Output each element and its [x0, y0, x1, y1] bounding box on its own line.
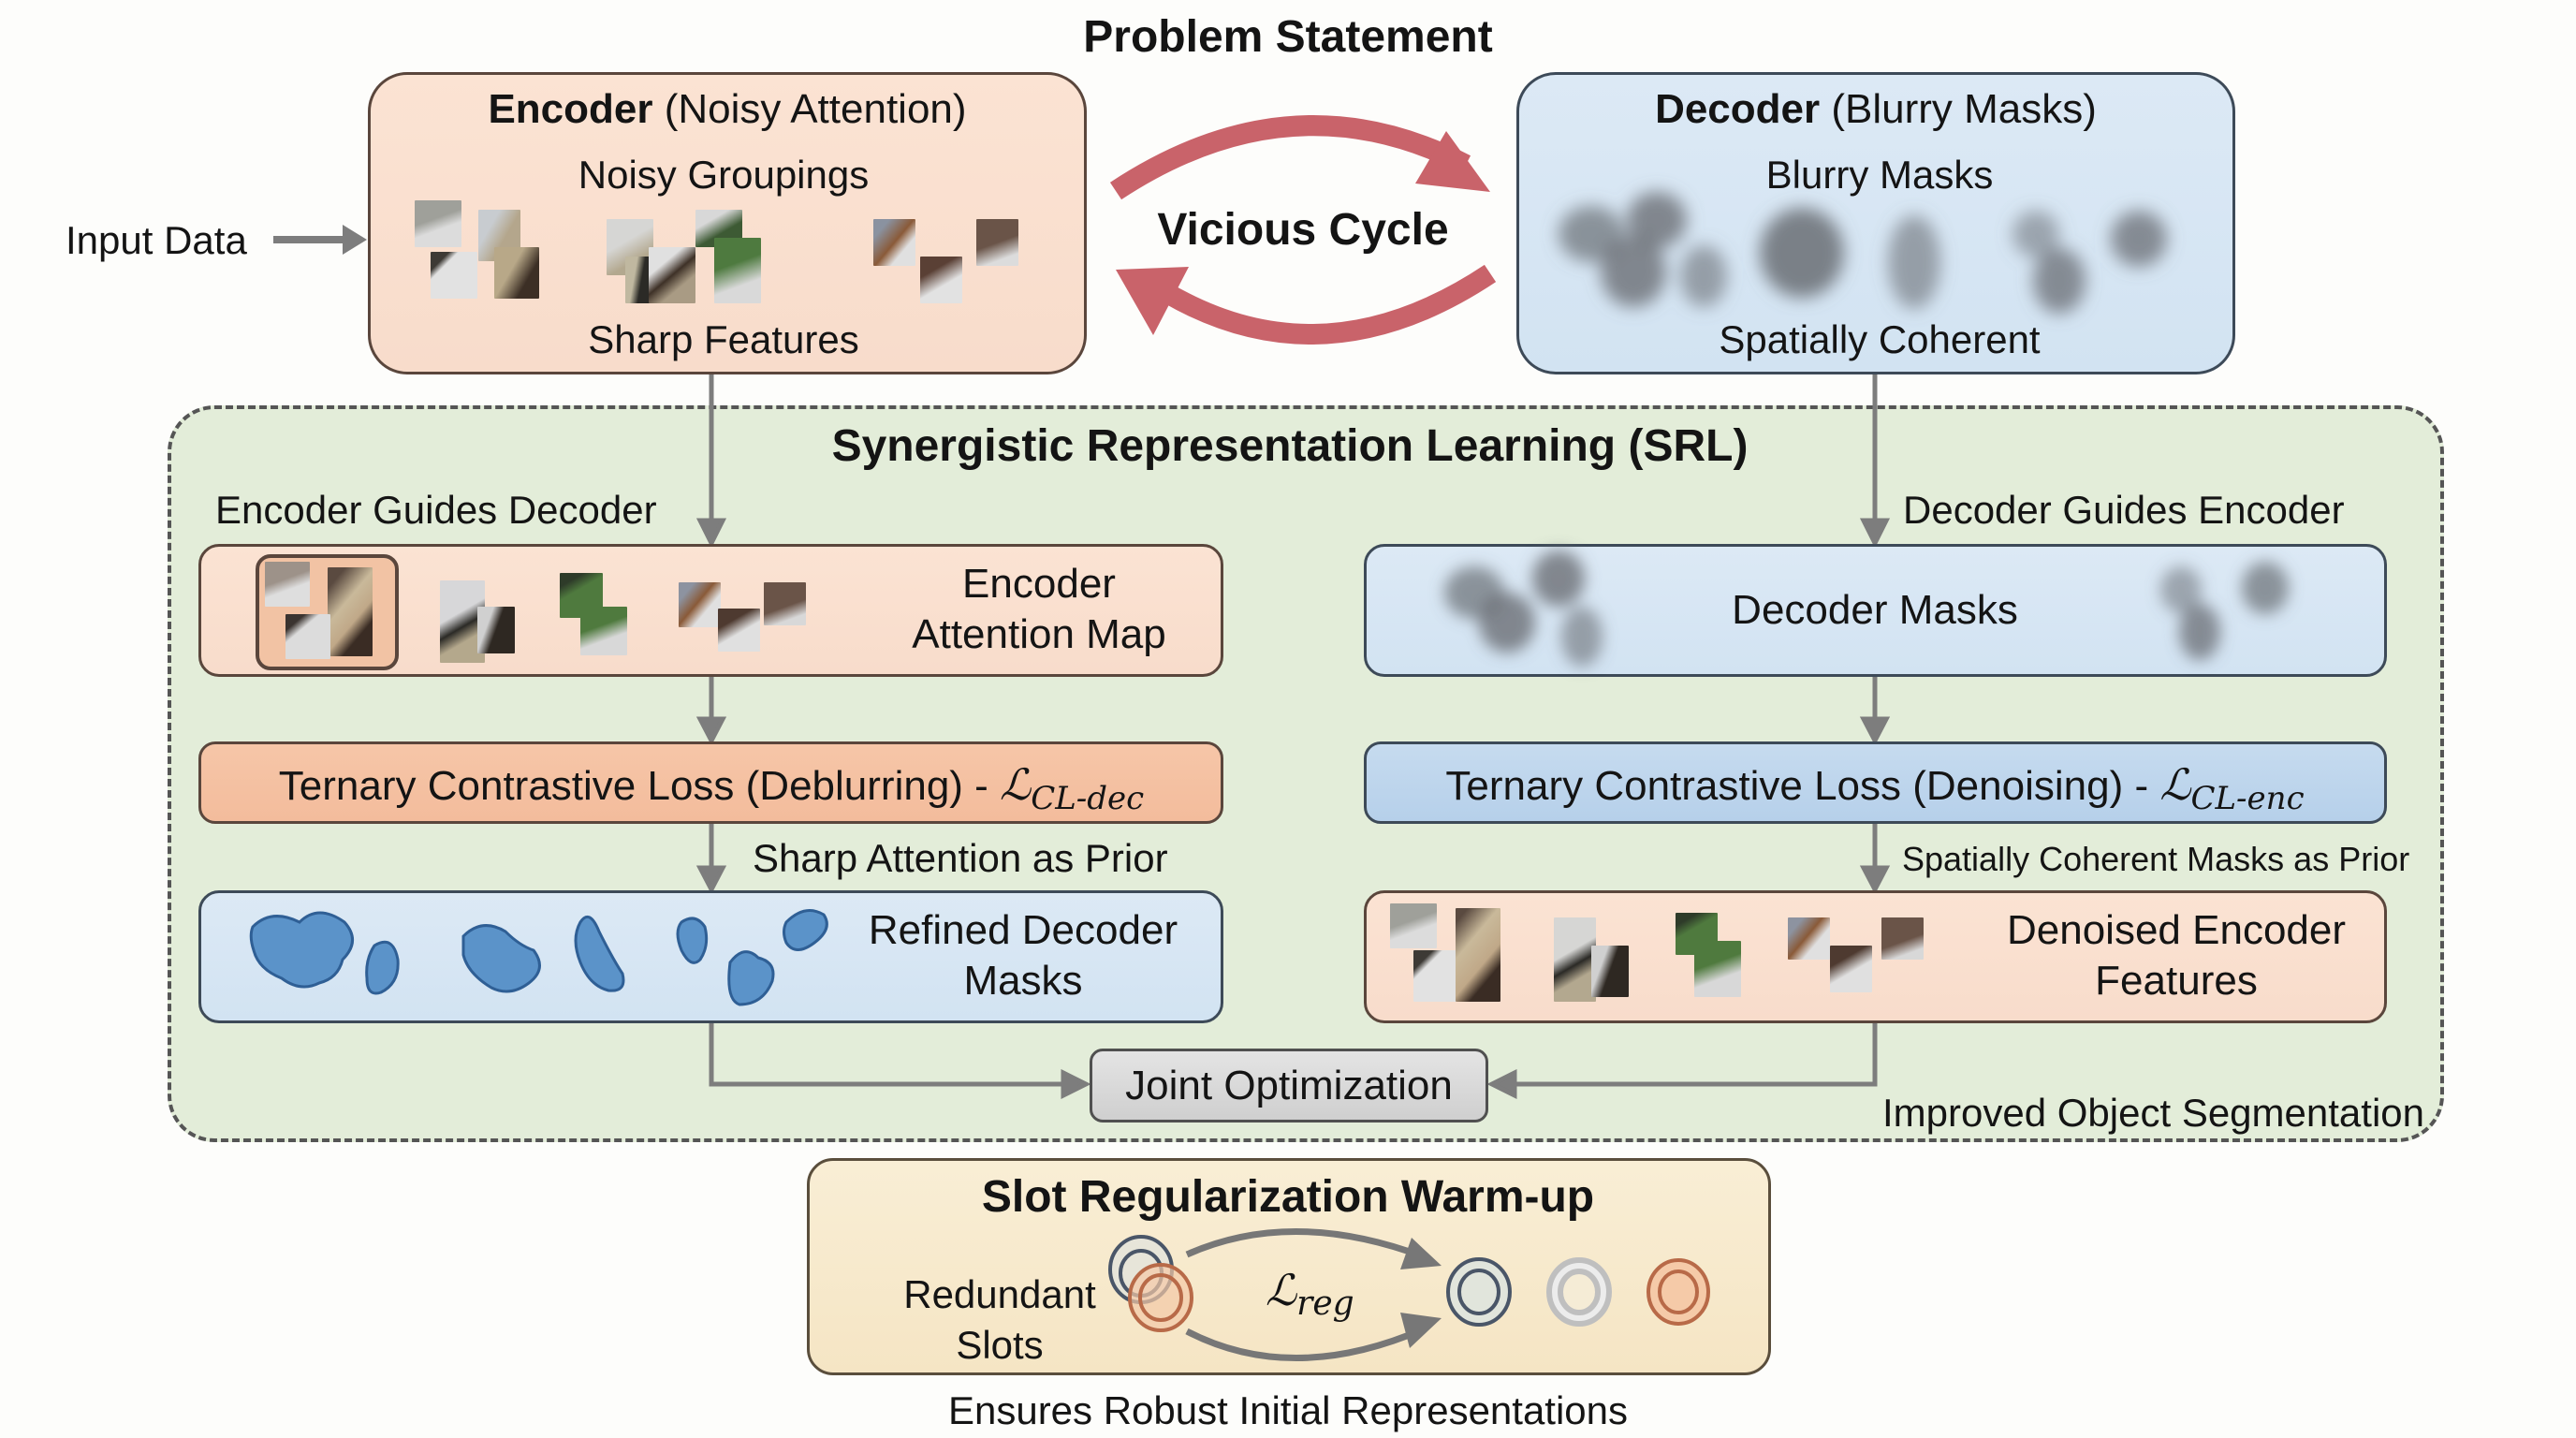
joint-optimization-box	[1090, 1049, 1488, 1123]
decoder-title-bold: Decoder	[1655, 86, 1821, 132]
improved-segmentation-label: Improved Object Segmentation	[1882, 1091, 2424, 1135]
encoder-subtitle: Noisy Groupings	[578, 153, 870, 197]
cycle-arrow-top-head	[1415, 131, 1490, 192]
reg-loss-letter: ℒ	[1266, 1265, 1297, 1315]
decoder-subtitle: Blurry Masks	[1765, 153, 1994, 197]
decoder-caption: Spatially Coherent	[1719, 317, 2041, 361]
encoder-title: Encoder (Noisy Attention)	[488, 89, 966, 130]
problem-statement-title: Problem Statement	[1083, 12, 1493, 62]
slot-warmup-title: Slot Regularization Warm-up	[981, 1172, 1595, 1222]
cycle-arrow-bottom-head	[1116, 267, 1189, 335]
encoder-title-rest: (Noisy Attention)	[664, 86, 967, 132]
encoder-guides-decoder-label: Encoder Guides Decoder	[215, 488, 657, 532]
denoised-patches	[1390, 903, 1989, 1006]
loss-subscript: CL-dec	[1031, 779, 1145, 817]
redundant-slots-label-line1: Redundant	[903, 1272, 1096, 1316]
decoder-masks-label: Decoder Masks	[1732, 587, 2018, 633]
encoder-title-bold: Encoder	[488, 86, 653, 132]
loss-subscript: CL-enc	[2190, 779, 2305, 817]
loss-text: Ternary Contrastive Loss (Denoising) -	[1445, 763, 2160, 809]
cycle-arrow-top	[1109, 115, 1471, 200]
decoder-title: Decoder (Blurry Masks)	[1655, 89, 2097, 130]
denoised-encoder-features-box	[1364, 890, 2387, 1023]
decoder-guides-encoder-label: Decoder Guides Encoder	[1903, 488, 2345, 532]
vicious-cycle-label: Vicious Cycle	[1157, 205, 1449, 255]
cycle-arrow-bottom	[1135, 264, 1497, 345]
ternary-loss-deblurring-label: Ternary Contrastive Loss (Deblurring) - …	[279, 763, 1144, 814]
denoised-encoder-features-label-line1: Denoised Encoder	[2006, 907, 2347, 953]
refined-decoder-masks-label-line1: Refined Decoder	[868, 907, 1178, 953]
loss-text: Ternary Contrastive Loss (Deblurring) -	[278, 763, 1001, 809]
input-data-label: Input Data	[66, 218, 247, 262]
ternary-loss-denoising-box	[1364, 741, 2387, 824]
joint-optimization-label: Joint Optimization	[1125, 1063, 1453, 1108]
refined-decoder-masks-label-line2: Masks	[963, 958, 1083, 1004]
decoder-title-rest: (Blurry Masks)	[1831, 86, 2097, 132]
reg-loss-subscript: reg	[1296, 1284, 1354, 1324]
reg-loss-symbol: ℒreg	[1266, 1269, 1354, 1321]
encoder-noisy-patches	[415, 200, 1051, 313]
encoder-attention-map-label-line2: Attention Map	[912, 611, 1166, 657]
loss-symbol: ℒ	[1000, 759, 1032, 810]
redundant-slots-label-line2: Slots	[956, 1323, 1044, 1367]
spatially-coherent-prior-label: Spatially Coherent Masks as Prior	[1902, 840, 2410, 878]
loss-symbol: ℒ	[2159, 759, 2191, 810]
sharp-attention-prior-label: Sharp Attention as Prior	[753, 836, 1168, 880]
ternary-loss-deblurring-box	[198, 741, 1223, 824]
denoised-encoder-features-label-line2: Features	[2095, 958, 2258, 1004]
srl-title: Synergistic Representation Learning (SRL…	[831, 421, 1749, 471]
encoder-attention-map-label-line1: Encoder	[962, 561, 1116, 607]
attention-map-patches	[262, 560, 871, 663]
warmup-footer-label: Ensures Robust Initial Representations	[947, 1388, 1629, 1432]
ternary-loss-denoising-label: Ternary Contrastive Loss (Denoising) - ℒ…	[1445, 763, 2304, 814]
encoder-caption: Sharp Features	[588, 317, 859, 361]
